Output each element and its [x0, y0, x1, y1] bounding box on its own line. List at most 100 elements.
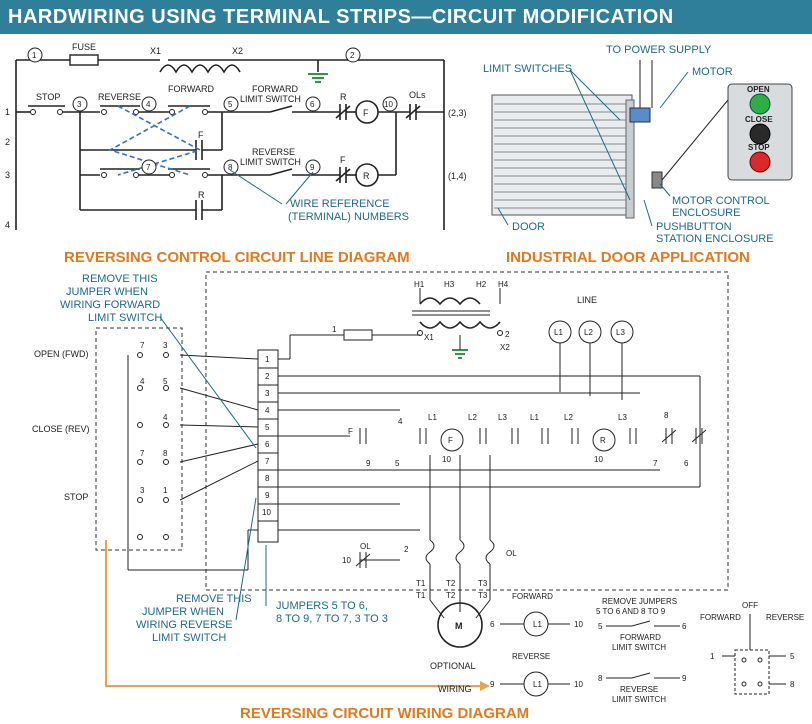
open-button-label: OPEN	[747, 85, 770, 94]
wire-num-2: 2	[350, 51, 355, 60]
cw-7: 7	[653, 459, 658, 468]
station-close: CLOSE (REV)	[32, 424, 90, 434]
ls-rev-9: 9	[682, 674, 687, 683]
motor-control-box	[651, 171, 663, 189]
fuse-label: FUSE	[72, 42, 96, 52]
l2-label: L2	[584, 328, 593, 337]
t1-bot: T1	[416, 591, 426, 600]
pushbutton-1: PUSHBUTTON	[656, 221, 732, 233]
line-num-4: 4	[5, 220, 10, 230]
terminal-9: 9	[265, 491, 270, 500]
pl-rev-9: 9	[490, 680, 495, 689]
h4-label: H4	[498, 280, 509, 289]
stop-button-label: STOP	[748, 143, 770, 152]
st-4a: 4	[140, 377, 145, 386]
close-button[interactable]	[749, 123, 771, 145]
motor-label: MOTOR	[692, 66, 733, 78]
line-label: LINE	[577, 295, 597, 305]
wire-num-7: 7	[146, 163, 151, 172]
rev-limit-label-1: REVERSE	[252, 147, 295, 157]
contact-f-w: F	[348, 427, 353, 436]
terminal-3: 3	[265, 389, 270, 398]
h2-label: H2	[476, 280, 487, 289]
cw-l2a: L2	[468, 413, 477, 422]
motor-control-1: MOTOR CONTROL	[672, 195, 770, 207]
remove-fwd-4: LIMIT SWITCH	[88, 312, 162, 324]
terminal-5: 5	[265, 423, 270, 432]
contactor-row	[359, 428, 707, 452]
st-3b: 3	[140, 486, 145, 495]
terminal-8: 8	[265, 474, 270, 483]
st-7b: 7	[140, 449, 145, 458]
st-4b: 4	[163, 413, 168, 422]
wire-ref-2: (TERMINAL) NUMBERS	[288, 211, 409, 223]
optional-2: WIRING	[438, 684, 472, 694]
ls-rev-lab1: REVERSE	[620, 685, 658, 694]
wire-num-10: 10	[384, 100, 393, 109]
ol-10: 10	[342, 556, 351, 565]
sel-8: 8	[790, 680, 795, 689]
cw-l1a: L1	[428, 413, 437, 422]
ref-2: (1,4)	[448, 171, 467, 181]
coil-r-label: R	[363, 171, 370, 181]
st-5a: 5	[163, 377, 168, 386]
motor-control-2: ENCLOSURE	[672, 207, 740, 219]
line-num-1: 1	[5, 107, 10, 117]
open-button[interactable]	[749, 93, 771, 115]
ref-1: (2,3)	[448, 108, 467, 118]
jumpers-2: 8 TO 9, 7 TO 7, 3 TO 3	[276, 613, 388, 625]
terminal-2: 2	[265, 372, 270, 381]
ladder-title: REVERSING CONTROL CIRCUIT LINE DIAGRAM	[64, 249, 410, 266]
t1-top: T1	[416, 579, 426, 588]
t2-bot: T2	[446, 591, 456, 600]
pl-forward-l: L1	[533, 620, 542, 629]
cw-8: 8	[664, 411, 669, 420]
l1-label: L1	[554, 328, 563, 337]
ladder-diagram: 1 2 3 4 5 6 7 8 9 10 FUSE X1 X2 STOP REV…	[5, 42, 467, 266]
station-open: OPEN (FWD)	[34, 349, 89, 359]
ls-fwd-5: 5	[598, 622, 603, 631]
forward-label: FORWARD	[168, 84, 214, 94]
limit-switches-label: LIMIT SWITCHES	[483, 63, 572, 75]
cw-5: 5	[395, 459, 400, 468]
wire-ref-1: WIRE REFERENCE	[290, 198, 390, 210]
coil-r-w: R	[600, 436, 606, 445]
ls-rev-lab2: LIMIT SWITCH	[612, 695, 666, 704]
sel-1: 1	[710, 652, 715, 661]
door-application: OPEN CLOSE STOP TO POWER SUPPLY LIMIT SW…	[483, 44, 793, 266]
remove-rev-1: REMOVE THIS	[176, 593, 252, 605]
cw-l1b: L1	[530, 413, 539, 422]
ls-fwd-6: 6	[682, 622, 687, 631]
to-power-label: TO POWER SUPPLY	[606, 44, 712, 56]
h3-label: H3	[444, 280, 455, 289]
remove-fwd-3: WIRING FORWARD	[60, 299, 160, 311]
cw-9: 9	[366, 459, 371, 468]
pl-fwd-10: 10	[574, 620, 583, 629]
x2-label: X2	[232, 46, 243, 56]
sel-forward: FORWARD	[700, 613, 741, 622]
seal-f-label: F	[198, 130, 204, 140]
pl-rev-10: 10	[574, 680, 583, 689]
sel-5: 5	[790, 652, 795, 661]
wiring-diagram: 1 2 3 4 5 6 7 8 9 10 7 3 4 5 4 7	[32, 271, 804, 722]
terminal-7: 7	[265, 457, 270, 466]
h1-label: H1	[414, 280, 425, 289]
st-8a: 8	[163, 449, 168, 458]
seal-r-label: R	[198, 190, 205, 200]
ol-2: 2	[404, 545, 409, 554]
contact-r-label: R	[340, 92, 347, 102]
st-1a: 1	[163, 486, 168, 495]
wire-num-5: 5	[228, 100, 233, 109]
line-num-3: 3	[5, 170, 10, 180]
remove-fwd-2: JUMPER WHEN	[66, 286, 148, 298]
pushbutton-2: STATION ENCLOSURE	[656, 233, 774, 245]
motor-symbol	[437, 602, 483, 648]
wire-num-8: 8	[228, 163, 233, 172]
cw-4: 4	[398, 417, 403, 426]
motor-label-w: M	[455, 621, 463, 631]
close-button-label: CLOSE	[745, 115, 773, 124]
stop-button[interactable]	[749, 151, 771, 173]
terminal-10: 10	[262, 508, 271, 517]
cw-l3b: L3	[618, 413, 627, 422]
contact-f-label: F	[340, 155, 346, 165]
